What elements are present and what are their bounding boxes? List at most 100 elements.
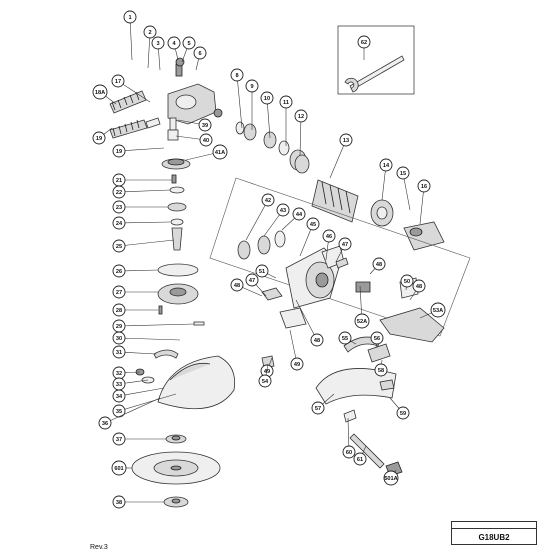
callout-circle bbox=[417, 179, 431, 193]
callout-label: 39 bbox=[202, 123, 208, 129]
callout-circle bbox=[112, 144, 126, 158]
callout-label: 27 bbox=[116, 290, 122, 296]
leader-line bbox=[118, 221, 171, 224]
callout-label: 33 bbox=[116, 382, 122, 388]
callout-circle bbox=[342, 445, 356, 459]
leader-line bbox=[295, 299, 318, 341]
callout-label: 55 bbox=[342, 336, 348, 342]
callout-circle bbox=[92, 84, 108, 100]
callout-label: 49 bbox=[264, 369, 270, 375]
spanner-part bbox=[344, 55, 405, 93]
callout-label: 17 bbox=[115, 79, 121, 85]
callout-circle bbox=[306, 217, 320, 231]
callout-circle bbox=[279, 95, 293, 109]
callout-label: 50 bbox=[404, 279, 410, 285]
callout-circle bbox=[112, 345, 126, 359]
callout-label: 601 bbox=[114, 466, 123, 472]
callout-circle bbox=[112, 239, 126, 253]
leader-line bbox=[266, 97, 271, 139]
callout-label: 49 bbox=[294, 362, 300, 368]
callout-label: 25 bbox=[116, 244, 122, 250]
callout-circle bbox=[354, 313, 370, 329]
callout-label: 57 bbox=[315, 406, 321, 412]
callout-label: 48 bbox=[234, 283, 240, 289]
callout-circle bbox=[245, 273, 259, 287]
callout-label: 48 bbox=[416, 284, 422, 290]
callout-label: 61 bbox=[357, 457, 363, 463]
leader-line bbox=[104, 397, 161, 424]
callout-label: 5 bbox=[187, 41, 190, 47]
leader-line bbox=[118, 393, 177, 412]
callout-label: 56 bbox=[374, 336, 380, 342]
callout-label: 6 bbox=[198, 51, 201, 57]
model-header-left bbox=[474, 521, 475, 526]
callout-circle bbox=[112, 495, 126, 509]
handle-assembly bbox=[109, 90, 161, 139]
callout-label: 8 bbox=[235, 73, 238, 79]
callout-label: 24 bbox=[116, 221, 123, 227]
callout-circle bbox=[182, 36, 196, 50]
callout-circle bbox=[400, 274, 414, 288]
leader-line bbox=[118, 147, 165, 152]
callout-label: 59 bbox=[400, 411, 406, 417]
callout-circle bbox=[112, 216, 126, 230]
callout-label: 30 bbox=[116, 336, 122, 342]
callout-label: 54 bbox=[262, 379, 269, 385]
callout-circle bbox=[311, 401, 325, 415]
rear-handle-parts bbox=[315, 336, 403, 477]
callout-circle bbox=[112, 331, 126, 345]
callout-label: 40 bbox=[203, 138, 209, 144]
callout-label: 23 bbox=[116, 205, 122, 211]
callout-circle bbox=[396, 166, 410, 180]
callout-label: 45 bbox=[310, 222, 316, 228]
callout-circle bbox=[353, 452, 367, 466]
callout-circle bbox=[258, 374, 272, 388]
callout-label: 42 bbox=[265, 198, 271, 204]
callout-label: 14 bbox=[383, 163, 390, 169]
callout-circle bbox=[112, 432, 126, 446]
leader-line bbox=[118, 323, 195, 327]
leader-line bbox=[129, 16, 133, 61]
callout-circle bbox=[92, 131, 106, 145]
callout-circle bbox=[230, 68, 244, 82]
callout-circle bbox=[430, 302, 446, 318]
callout-label: 3 bbox=[156, 41, 159, 47]
callout-circle bbox=[111, 460, 127, 476]
bearings-row bbox=[213, 108, 307, 171]
callout-label: 47 bbox=[249, 278, 255, 284]
callout-label: 48 bbox=[376, 262, 382, 268]
callout-circle bbox=[112, 303, 126, 317]
callout-circle bbox=[310, 333, 324, 347]
leader-line bbox=[236, 74, 243, 129]
callout-circle bbox=[276, 203, 290, 217]
callout-label: 26 bbox=[116, 269, 122, 275]
callout-label: 13 bbox=[343, 138, 349, 144]
callout-circle bbox=[370, 331, 384, 345]
callout-circle bbox=[112, 404, 126, 418]
callout-label: 15 bbox=[400, 171, 406, 177]
callout-label: 22 bbox=[116, 190, 122, 196]
leader-line bbox=[299, 115, 302, 157]
motor-housing bbox=[237, 230, 445, 369]
leader-line bbox=[118, 269, 159, 272]
callout-circle bbox=[372, 257, 386, 271]
callout-label: 10 bbox=[264, 96, 270, 102]
callout-label: 28 bbox=[116, 308, 122, 314]
callout-circle bbox=[111, 74, 125, 88]
callout-circle bbox=[199, 133, 213, 147]
callout-label: 62 bbox=[361, 40, 367, 46]
callout-circle bbox=[112, 389, 126, 403]
armature-assembly bbox=[294, 154, 445, 251]
callout-label: 36 bbox=[102, 421, 108, 427]
callout-label: 48 bbox=[314, 338, 320, 344]
callout-label: 11 bbox=[283, 100, 289, 106]
callout-circle bbox=[292, 207, 306, 221]
callout-circle bbox=[198, 118, 212, 132]
callout-circle bbox=[255, 264, 269, 278]
callout-label: 19 bbox=[116, 149, 122, 155]
model-number: G18UB2 bbox=[478, 533, 510, 542]
callout-label: 53A bbox=[433, 308, 443, 314]
callout-label: 38 bbox=[116, 500, 122, 506]
wheel-guard bbox=[135, 321, 236, 410]
callout-label: 19 bbox=[96, 136, 102, 142]
